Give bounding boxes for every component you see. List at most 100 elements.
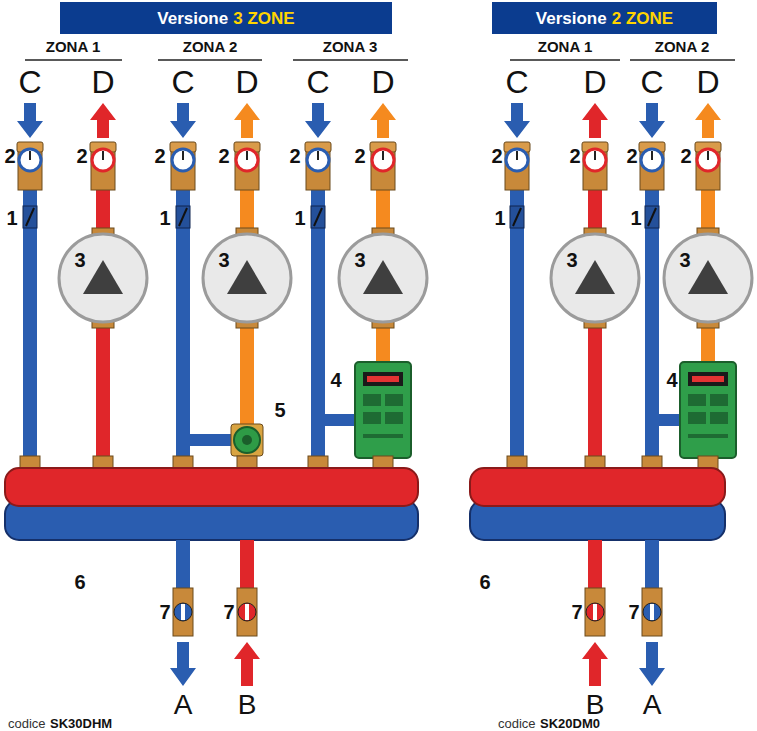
zone-heading: ZONA 2: [183, 39, 237, 54]
flow-pipe: [240, 190, 254, 234]
return-outlet: [645, 540, 659, 590]
code-prefix: codice: [8, 717, 46, 730]
code-prefix: codice: [498, 717, 536, 730]
flow-arrow: [234, 103, 260, 138]
circulator-pump: [339, 234, 427, 322]
flow-arrow: [639, 103, 665, 138]
thermometer-valve: [234, 142, 260, 190]
port-letter: A: [643, 691, 662, 719]
zone-underline: [293, 59, 408, 61]
callout-number: 2: [154, 146, 165, 166]
callout-number: 5: [274, 400, 285, 420]
flow-arrow: [170, 103, 196, 138]
flow-inlet: [588, 540, 602, 590]
circulator-pump: [664, 234, 752, 322]
callout-number: 7: [628, 602, 639, 622]
zone-heading: ZONA 2: [655, 39, 709, 54]
zone-underline: [25, 59, 735, 61]
port-letter: C: [18, 66, 41, 98]
callout-number: 2: [354, 146, 365, 166]
callout-number: 6: [479, 572, 490, 592]
flow-arrow: [370, 103, 396, 138]
port-letter: C: [171, 66, 194, 98]
callout-number: 2: [491, 146, 502, 166]
port-letter: C: [505, 66, 528, 98]
return-pipe: [510, 190, 524, 460]
callout-number: 3: [354, 250, 365, 270]
check-valve: [311, 206, 325, 228]
bypass-pipe: [190, 434, 234, 446]
port-letter: B: [586, 691, 605, 719]
mixing-valve: [231, 424, 263, 456]
callout-number: 7: [159, 602, 170, 622]
thermometer-valve: [90, 142, 116, 190]
return-outlet: [176, 540, 190, 590]
callout-number: 1: [294, 208, 305, 228]
port-letter: D: [91, 66, 114, 98]
callout-number: 7: [223, 602, 234, 622]
zone-underline: [158, 59, 262, 61]
callout-number: 1: [6, 208, 17, 228]
thermometer-valve: [504, 142, 530, 190]
thermostatic-controller: [680, 362, 736, 458]
thermometer-valve: [582, 142, 608, 190]
flow-header: [470, 468, 725, 506]
return-pipe: [311, 190, 325, 460]
ball-valve: [173, 588, 193, 636]
version-banner: Versione2 ZONE: [492, 2, 717, 34]
check-valve: [23, 206, 37, 228]
callout-number: 3: [566, 250, 577, 270]
flow-arrow: [639, 642, 665, 686]
zone-heading: ZONA 1: [46, 39, 100, 54]
banner-text: Versione: [157, 10, 228, 27]
model-code: SK20DM0: [540, 717, 600, 730]
flow-arrow: [305, 103, 331, 138]
thermometer-valve: [17, 142, 43, 190]
callout-number: 2: [626, 146, 637, 166]
thermometer-valve: [695, 142, 721, 190]
return-pipe: [23, 190, 37, 460]
version-banner: Versione3 ZONE: [60, 2, 392, 34]
callout-number: 3: [74, 250, 85, 270]
thermometer-valve: [305, 142, 331, 190]
callout-number: 2: [569, 146, 580, 166]
thermostatic-controller: [355, 362, 411, 458]
port-letter: C: [306, 66, 329, 98]
callout-number: 1: [159, 208, 170, 228]
zone-heading: ZONA 3: [323, 39, 377, 54]
callout-number: 1: [630, 208, 641, 228]
flow-arrow: [582, 103, 608, 138]
zone-heading: ZONA 1: [538, 39, 592, 54]
callout-number: 2: [680, 146, 691, 166]
ball-valve: [585, 588, 605, 636]
flow-arrow: [90, 103, 116, 138]
check-valve: [176, 206, 190, 228]
return-pipe: [645, 190, 659, 460]
flow-pipe: [588, 322, 602, 460]
flow-pipe: [96, 190, 110, 234]
callout-number: 1: [494, 208, 505, 228]
thermometer-valve: [170, 142, 196, 190]
flow-arrow: [695, 103, 721, 138]
port-letter: D: [235, 66, 258, 98]
port-letter: D: [371, 66, 394, 98]
flow-arrow: [17, 103, 43, 138]
callout-number: 6: [74, 572, 85, 592]
zone-underline: [25, 59, 122, 61]
bypass-pipe: [325, 414, 357, 426]
flow-pipe: [376, 190, 390, 234]
banner-highlight: 2 ZONE: [612, 10, 673, 27]
flow-arrow: [582, 642, 608, 686]
port-letter: B: [238, 691, 257, 719]
thermometer-valve: [370, 142, 396, 190]
port-letter: A: [174, 691, 193, 719]
callout-number: 7: [571, 602, 582, 622]
flow-arrow: [170, 642, 196, 686]
flow-pipe: [240, 322, 254, 424]
flow-inlet: [240, 540, 254, 590]
callout-number: 2: [289, 146, 300, 166]
callout-number: 3: [218, 250, 229, 270]
check-valve: [645, 206, 659, 228]
flow-pipe: [588, 190, 602, 234]
